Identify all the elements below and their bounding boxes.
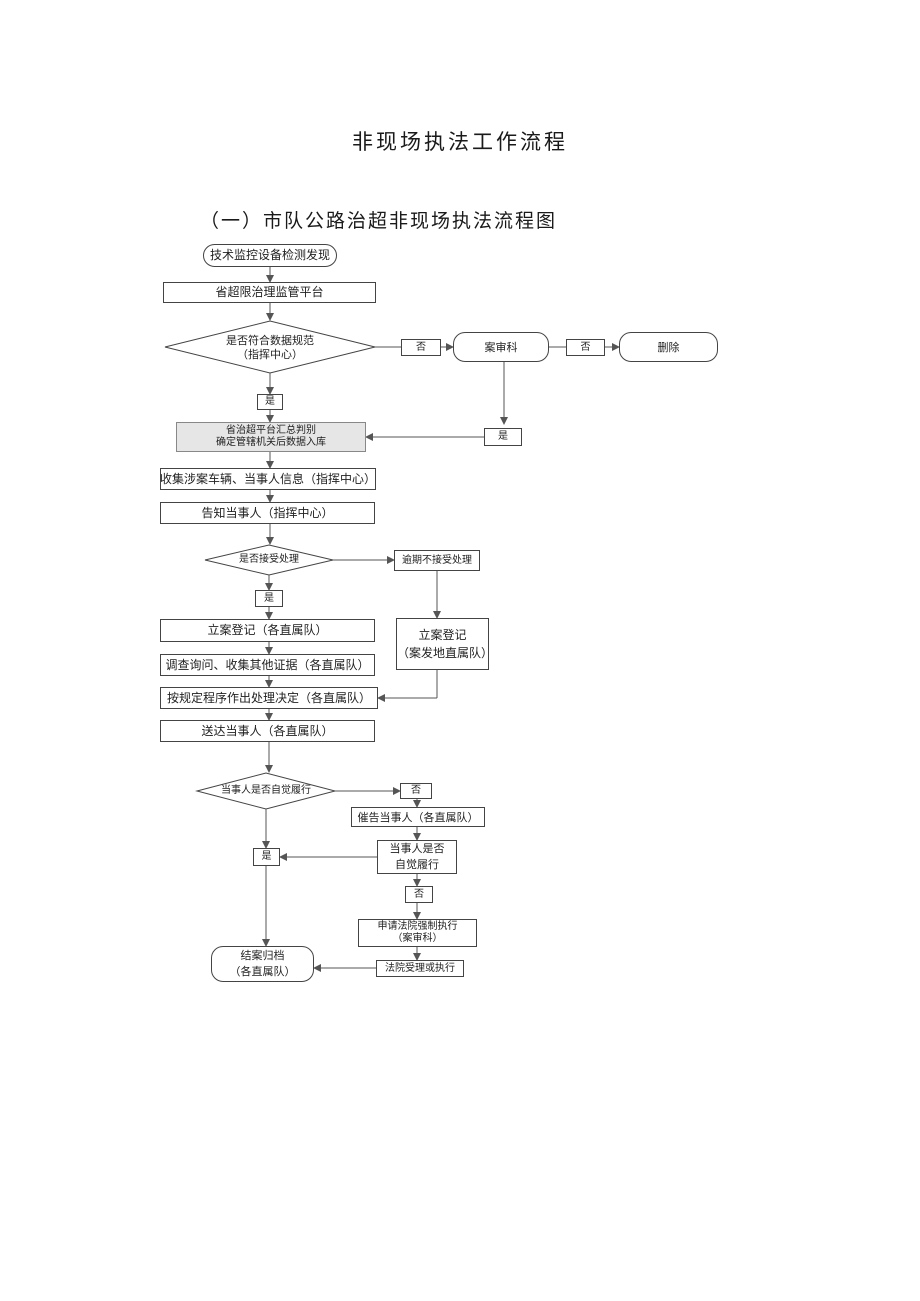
provincial-platform-node: 省超限治理监管平台 bbox=[163, 282, 376, 303]
decision-comply-label: 当事人是否自觉履行 bbox=[221, 785, 311, 796]
review-dept-node: 案审科 bbox=[453, 332, 549, 362]
no-label-3: 否 bbox=[400, 783, 432, 799]
decision-comply2-node: 当事人是否 自觉履行 bbox=[377, 840, 457, 874]
decision-accept-label: 是否接受处理 bbox=[239, 554, 299, 565]
flowchart-subtitle: （一）市队公路治超非现场执法流程图 bbox=[200, 210, 558, 232]
court-exec-node: 法院受理或执行 bbox=[376, 960, 464, 977]
summary-node: 省治超平台汇总判别 确定管辖机关后数据入库 bbox=[176, 422, 366, 452]
yes-label-1: 是 bbox=[257, 394, 283, 410]
yes-label-4: 是 bbox=[253, 848, 280, 866]
decide-node: 按规定程序作出处理决定（各直属队） bbox=[160, 687, 378, 709]
decision-spec-label: 是否符合数据规范 （指挥中心） bbox=[226, 334, 314, 361]
start-detect-node: 技术监控设备检测发现 bbox=[203, 244, 337, 267]
register-local-node: 立案登记 （案发地直属队） bbox=[396, 618, 493, 670]
overdue-node: 逾期不接受处理 bbox=[394, 550, 480, 571]
notify-party-node: 告知当事人（指挥中心） bbox=[160, 502, 375, 524]
yes-label-3: 是 bbox=[255, 590, 283, 607]
no-label-4: 否 bbox=[405, 886, 433, 903]
deliver-node: 送达当事人（各直属队） bbox=[160, 720, 375, 742]
collect-info-node: 收集涉案车辆、当事人信息（指挥中心） bbox=[160, 468, 376, 490]
no-label-2: 否 bbox=[566, 339, 605, 356]
page-title: 非现场执法工作流程 bbox=[352, 130, 568, 154]
no-label-1: 否 bbox=[401, 339, 441, 356]
register-node: 立案登记（各直属队） bbox=[160, 619, 375, 642]
apply-court-node: 申请法院强制执行 （案审科） bbox=[358, 919, 477, 947]
yes-label-2: 是 bbox=[484, 428, 522, 446]
close-case-node: 结案归档 （各直属队） bbox=[211, 946, 314, 982]
investigate-node: 调查询问、收集其他证据（各直属队） bbox=[160, 654, 375, 676]
urge-node: 催告当事人（各直属队） bbox=[351, 807, 485, 827]
delete-node: 删除 bbox=[619, 332, 718, 362]
